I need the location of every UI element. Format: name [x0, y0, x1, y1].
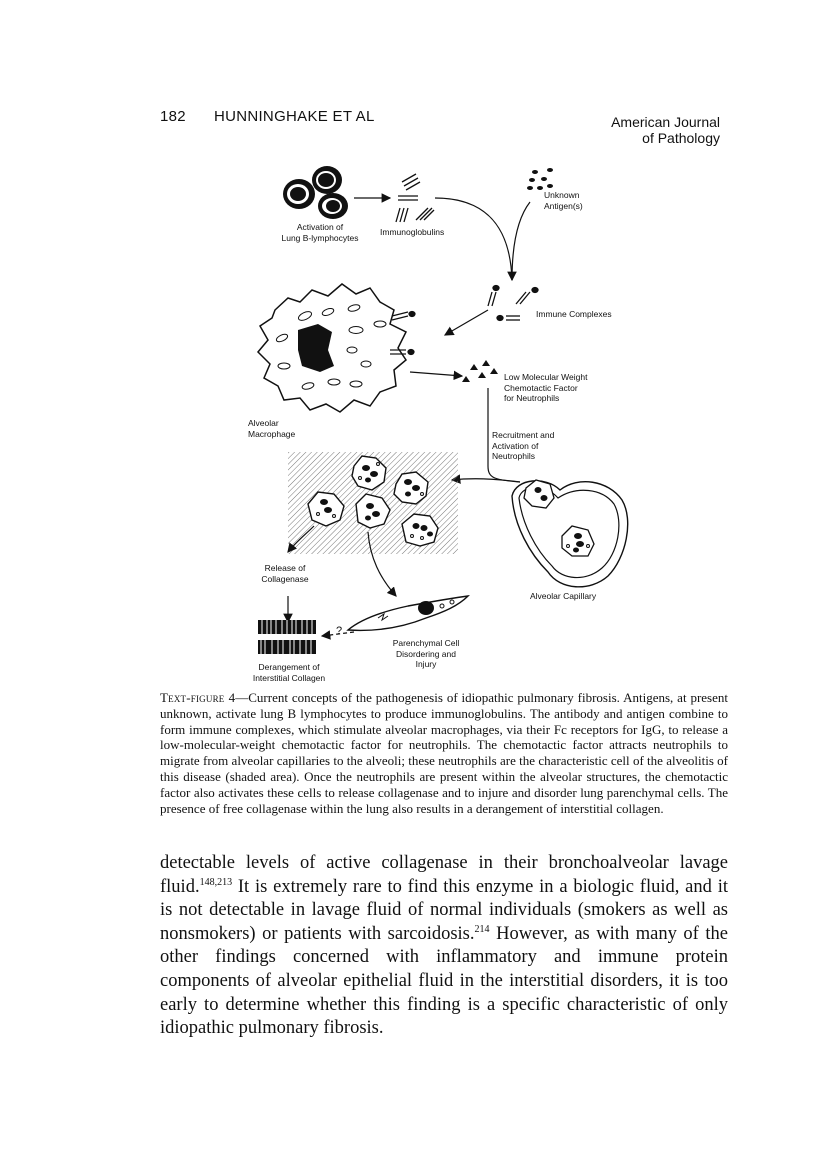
antigens-label: Unknown Antigen(s) — [544, 190, 583, 211]
b-lymphocytes-icon — [283, 166, 348, 219]
body-text-part3: However, as with many of the other findi… — [160, 923, 729, 1039]
alveolar-capillary-icon — [511, 479, 629, 588]
immunoglobulins-icon — [395, 173, 435, 223]
body-text-part2: It is extremely rare to find this enzyme… — [160, 876, 728, 944]
page-number: 182 — [160, 108, 186, 125]
journal-header: American Journal of Pathology — [611, 114, 720, 146]
neutrophils-cluster-icon — [307, 455, 439, 547]
author-header: HUNNINGHAKE ET AL — [213, 108, 375, 125]
pathogenesis-figure: Activation of Lung B-lymphocytes Immunog… — [230, 160, 650, 685]
alveolar-macrophage-label: Alveolar Macrophage — [248, 418, 296, 439]
arrow-to-macrophage — [443, 309, 489, 336]
body-paragraph: detectable levels of active collagenase … — [160, 852, 728, 1041]
citation-ref-2: 214 — [474, 923, 490, 935]
dashed-arrow-to-collagen — [320, 630, 355, 640]
b-lymphocytes-label: Activation of Lung B-lymphocytes — [281, 222, 359, 243]
immune-complexes-icon — [487, 284, 539, 322]
chemotactic-factor-label: Low Molecular Weight Chemotactic Factor … — [504, 372, 588, 403]
immune-complexes-label: Immune Complexes — [536, 309, 612, 319]
parenchymal-cell-label: Parenchymal Cell Disordering and Injury — [392, 638, 460, 669]
figure-caption: Text-figure 4—Current concepts of the pa… — [160, 690, 728, 816]
arrow-to-chemotactic-factor — [409, 370, 464, 381]
body-text-part1: detectable levels of active collagenase … — [160, 853, 728, 897]
journal-name-line1: American Journal — [611, 114, 720, 130]
immunoglobulins-label: Immunoglobulins — [380, 227, 445, 237]
chemotactic-factor-icon — [462, 360, 498, 382]
arrow-to-parenchymal-cell — [367, 531, 397, 597]
recruitment-label: Recruitment and Activation of Neutrophil… — [492, 430, 555, 461]
parenchymal-cell-icon — [346, 595, 470, 632]
alveolar-capillary-label: Alveolar Capillary — [530, 591, 597, 601]
caption-label: Text-figure 4 — [160, 690, 236, 705]
interstitial-collagen-icon — [258, 620, 316, 654]
arrow-to-collagenase — [287, 525, 315, 553]
antigen-dots-icon — [527, 168, 553, 190]
running-header: 182 HUNNINGHAKE ET AL — [160, 108, 375, 125]
citation-ref-1: 148,213 — [199, 876, 233, 888]
caption-text: —Current concepts of the pathogenesis of… — [160, 690, 728, 816]
alveolar-macrophage-icon — [256, 283, 416, 413]
question-mark-label: ? — [336, 625, 343, 637]
derangement-collagen-label: Derangement of Interstitial Collagen — [252, 662, 326, 683]
curve-immunoglobulin-path — [434, 197, 513, 281]
figure-drawing — [256, 166, 629, 654]
journal-name-line2: of Pathology — [642, 130, 720, 146]
release-collagenase-label: Release of Collagenase — [261, 563, 309, 584]
curve-antigen-path — [511, 201, 531, 281]
